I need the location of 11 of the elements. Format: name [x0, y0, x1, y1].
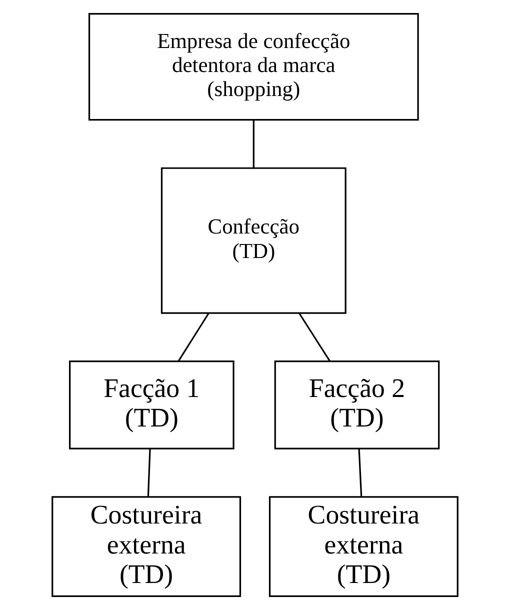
node-box: Confecção (TD): [160, 167, 346, 314]
connector: [146, 448, 150, 497]
node-box: Empresa de confecção detentora da marca (shopping): [88, 13, 418, 121]
node-box: Costureira externa (TD): [51, 496, 241, 597]
node-box: Costureira externa (TD): [268, 496, 458, 597]
connector: [252, 120, 254, 168]
node-box: Facção 1 (TD): [68, 360, 234, 450]
connector: [177, 312, 209, 362]
node-box: Facção 2 (TD): [274, 360, 440, 450]
connector: [358, 448, 362, 497]
connector: [298, 312, 330, 362]
